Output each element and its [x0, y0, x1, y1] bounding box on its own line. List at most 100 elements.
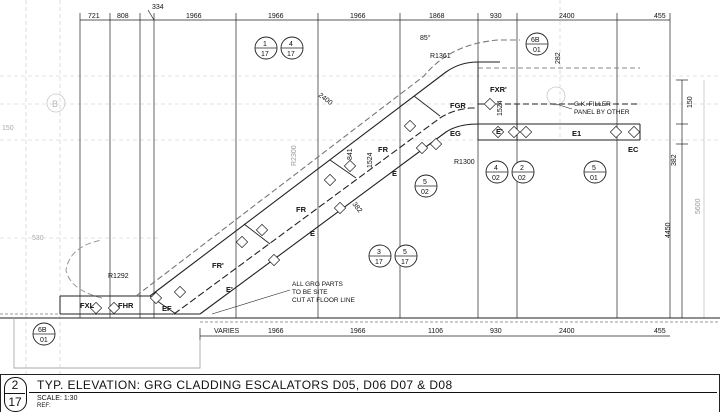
- bubble-1-num: 1: [263, 41, 267, 48]
- title-block: 2 17 TYP. ELEVATION: GRG CLADDING ESCALA…: [0, 374, 720, 412]
- bubble-9-num: 5: [403, 249, 407, 256]
- panel-markers: [89, 97, 641, 315]
- bubble-5-num: 2: [520, 165, 524, 172]
- bubble-5-sheet: 02: [518, 175, 526, 182]
- diag-dim-282: 282: [555, 52, 562, 64]
- upper-landing: [478, 67, 641, 141]
- right-dim-5600: 5600: [695, 198, 702, 214]
- detail-bubble-5[interactable]: 2 02: [511, 160, 535, 184]
- bottom-dim-5: 930: [490, 328, 502, 335]
- radius-r1361: R1361: [430, 53, 451, 60]
- radius-r1292: R1292: [108, 273, 129, 280]
- bubble-3-num: 6B: [531, 37, 540, 44]
- grg-parts-note: ALL GRG PARTS TO BE SITE CUT AT FLOOR LI…: [211, 281, 356, 315]
- bottom-dimension-string: [199, 328, 670, 340]
- top-dim-2: 808: [117, 13, 129, 20]
- drawing-number: 17: [8, 395, 22, 409]
- panel-label-fhr: FHR: [118, 301, 134, 310]
- panel-label-e-upper: E: [392, 169, 397, 178]
- right-dim-150: 150: [687, 96, 694, 108]
- radius-r1300: R1300: [454, 159, 475, 166]
- left-dim-150: 150: [2, 125, 14, 132]
- bubble-7-sheet: 02: [421, 189, 429, 196]
- detail-bubble-7[interactable]: 5 02: [414, 174, 438, 198]
- panel-label-fxl: FXL: [80, 301, 95, 310]
- bubble-4-sheet: 02: [492, 175, 500, 182]
- grg-parts-line2: TO BE SITE: [292, 289, 328, 296]
- bubble-2-sheet: 17: [287, 51, 295, 58]
- drawing-ref: REF:: [37, 403, 51, 409]
- panel-joints: [149, 62, 518, 315]
- top-dim-8: 930: [490, 13, 502, 20]
- panel-label-fr-prime: FR': [212, 261, 224, 270]
- bubble-8-num: 3: [377, 249, 381, 256]
- panel-label-e1: E1: [572, 129, 581, 138]
- panel-label-fr-upper: FR: [378, 145, 389, 154]
- lower-landing: [59, 239, 200, 315]
- diag-dim-85deg: 85°: [420, 34, 431, 42]
- sheet-number: 2: [11, 378, 19, 392]
- right-dim-382: 382: [671, 154, 678, 166]
- panel-label-e-prime-upper: E': [496, 127, 503, 136]
- gk-filler-line2: PANEL BY OTHER: [574, 109, 630, 116]
- gk-filler-line1: G.K. FILLER: [574, 101, 611, 108]
- drawing-scale: SCALE: 1:30: [37, 395, 78, 402]
- top-dim-3: 334: [152, 4, 164, 11]
- grg-parts-line3: CUT AT FLOOR LINE: [292, 297, 356, 304]
- bubble-7-num: 5: [423, 179, 427, 186]
- bottom-dim-7: 455: [654, 328, 666, 335]
- detail-bubble-1[interactable]: 1 17: [254, 36, 278, 60]
- top-dim-1: 721: [88, 13, 100, 20]
- detail-bubble-2[interactable]: 4 17: [280, 36, 304, 60]
- gk-filler-note: G.K. FILLER PANEL BY OTHER: [555, 101, 630, 116]
- title-underline: [29, 392, 717, 393]
- detail-bubble-8[interactable]: 3 17: [368, 244, 392, 268]
- bottom-dim-2: 1966: [268, 328, 284, 335]
- sheet-reference-divider: [5, 393, 25, 394]
- detail-bubble-3[interactable]: 6B 01: [525, 32, 549, 56]
- top-dimension-string: [79, 9, 671, 318]
- bubble-1-sheet: 17: [261, 51, 269, 58]
- top-dim-5: 1966: [268, 13, 284, 20]
- bubble-9-sheet: 17: [401, 259, 409, 266]
- panel-label-1524-vertical: 1524: [497, 100, 504, 116]
- detail-bubble-10[interactable]: 6B 01: [32, 322, 56, 346]
- diag-dim-r2300: R2300: [291, 145, 298, 166]
- panel-label-fxr-prime: FXR': [490, 85, 507, 94]
- top-dim-9: 2400: [559, 13, 575, 20]
- panel-label-ec: EC: [628, 145, 639, 154]
- bubble-10-sheet: 01: [40, 337, 48, 344]
- drawing-title: TYP. ELEVATION: GRG CLADDING ESCALATORS …: [37, 378, 453, 392]
- grg-parts-line1: ALL GRG PARTS: [292, 281, 343, 288]
- bubble-10-num: 6B: [38, 327, 47, 334]
- top-dim-10: 455: [654, 13, 666, 20]
- diag-dim-841: 841: [347, 148, 354, 160]
- panel-label-fgr: FGR: [450, 101, 466, 110]
- grid-marker-b-label: B: [52, 99, 58, 109]
- top-dim-4: 1966: [186, 13, 202, 20]
- bubble-3-sheet: 01: [533, 47, 541, 54]
- panel-label-eg: EG: [450, 129, 461, 138]
- bottom-dim-1: VARIES: [214, 328, 239, 335]
- grid-marker-b: [46, 93, 66, 113]
- bottom-dim-6: 2400: [559, 328, 575, 335]
- detail-bubble-4[interactable]: 4 02: [485, 160, 509, 184]
- panel-label-e-mid: E: [310, 229, 315, 238]
- bottom-dim-3: 1966: [350, 328, 366, 335]
- right-dim-4450: 4450: [665, 222, 672, 238]
- diag-dim-1524: 1524: [367, 152, 374, 168]
- bottom-dim-4: 1106: [428, 328, 443, 335]
- panel-label-e-prime-lower: E': [226, 285, 233, 294]
- detail-bubble-9[interactable]: 5 17: [394, 244, 418, 268]
- bubble-2-num: 4: [289, 41, 293, 48]
- escalator-elevation-drawing: B 721 808 334 1966 1966 1966 1868 930 24…: [0, 0, 720, 374]
- panel-label-ef: EF: [162, 304, 172, 313]
- bubble-4-num: 4: [494, 165, 498, 172]
- bubble-6-sheet: 01: [590, 175, 598, 182]
- detail-bubble-6[interactable]: 5 01: [583, 160, 607, 184]
- bubble-6-num: 5: [592, 165, 596, 172]
- bubble-8-sheet: 17: [375, 259, 383, 266]
- panel-label-fr-mid: FR: [296, 205, 307, 214]
- left-dim-530: 530: [32, 235, 44, 242]
